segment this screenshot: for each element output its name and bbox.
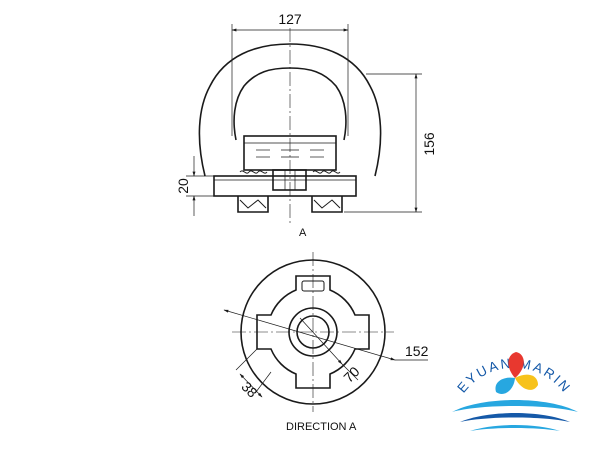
dim-height-right: 156 — [421, 132, 437, 156]
logo-petal-cyan — [495, 377, 515, 395]
weld-right — [312, 170, 341, 174]
dim-base-left: 20 — [175, 178, 191, 194]
d-ring-outer — [198, 43, 382, 177]
logo-wave-1 — [452, 400, 578, 412]
dim-slot-width: 38 — [238, 378, 260, 400]
direction-caption: DIRECTION A — [286, 421, 357, 433]
view-marker-a: A — [299, 227, 307, 239]
logo-wave-3 — [470, 425, 560, 431]
dim-outer-diameter: 152 — [405, 343, 429, 359]
brand-name: DEYUAN MARINE — [0, 0, 572, 396]
foot-left — [237, 196, 269, 213]
foot-right — [311, 196, 343, 213]
logo-petal-red — [508, 352, 524, 378]
weld-left — [239, 170, 268, 174]
logo-petal-yellow — [515, 374, 538, 390]
dim-width-top: 127 — [278, 11, 302, 27]
brand-logo: DEYUAN MARINE — [0, 0, 578, 431]
top-view: 152 70 38 DIRECTION A — [223, 252, 429, 433]
side-view: 127 156 20 A — [175, 11, 437, 239]
base-plate — [213, 175, 357, 197]
logo-wave-2 — [460, 413, 570, 422]
